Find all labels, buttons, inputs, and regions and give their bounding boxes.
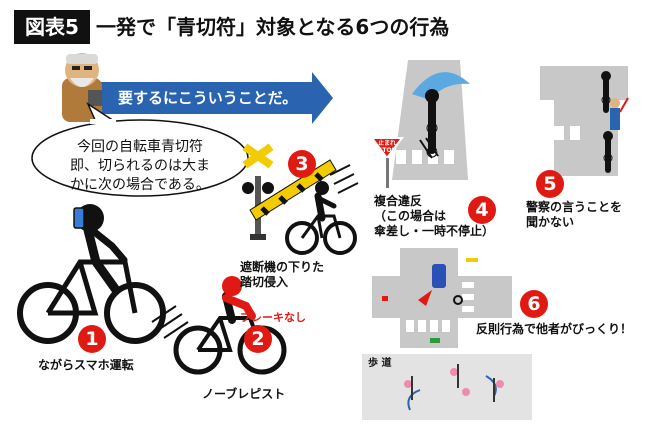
intersection-panel-4 [392,60,470,180]
banner-arrow [70,72,333,124]
item-caption-5: 警察の言うことを 聞かない [526,200,622,230]
sidewalk-label: 歩 道 [368,358,392,369]
item-caption-1: ながらスマホ運転 [38,358,134,372]
cyclist-no-brake-icon [173,276,287,375]
caption-line: 遮断機の下りた [240,260,325,274]
motion-lines [329,164,359,194]
bubble-line: 即、切られるのは大ま [70,158,210,174]
caption-line: 複合違反 [374,194,423,208]
caption-line: （この場合は [374,209,447,223]
intersection-panel-6 [372,248,512,348]
car-icon [432,264,446,288]
bubble-line: かに次の場合である。 [70,177,210,193]
cyclist-phone-icon [17,204,166,344]
item-number-3: 3 [288,150,316,178]
police-officer-icon [610,97,629,130]
stop-sign-icon [370,137,404,188]
item-number-2: 2 [244,325,272,353]
stop-sign-text: 止まれ STOP [374,140,400,154]
item-number-1: 1 [78,325,106,353]
item-caption-3: 遮断機の下りた 踏切侵入 [240,260,324,290]
railroad-crossing-icon [242,143,337,240]
speech-bubble-text: 今回の自転車青切符 即、切られるのは大ま かに次の場合である。 [50,138,230,195]
item-caption-6: 反則行為で他者がびっくり！ [476,322,633,336]
item-number-6: 6 [520,290,548,318]
no-brake-note: ブレーキなし [240,311,306,324]
caption-line: 警察の言うことを [526,200,623,214]
caption-line: 踏切侵入 [240,275,289,289]
sidewalk-panel [362,354,532,420]
banner-text: 要するにこういうことだ。 [118,89,298,107]
motion-lines [151,305,189,339]
page-title: 一発で「青切符」対象となる6つの行為 [96,15,450,39]
item-caption-2: ノーブレピスト [202,387,286,401]
item-number-4: 4 [468,196,496,224]
stop-sign-jp: 止まれ [377,140,396,147]
caption-line: 聞かない [526,215,575,229]
figure-badge: 図表5 [14,10,90,44]
stop-sign-en: STOP [378,147,396,154]
cyclist-crossing-icon [285,181,357,255]
speech-bubble [31,101,249,197]
bubble-line: 今回の自転車青切符 [77,139,203,155]
caption-line: 傘差し・一時不停止） [374,224,495,238]
intersection-panel-5 [540,66,629,176]
item-number-5: 5 [536,170,564,198]
item-caption-4: 複合違反 （この場合は 傘差し・一時不停止） [374,194,494,239]
